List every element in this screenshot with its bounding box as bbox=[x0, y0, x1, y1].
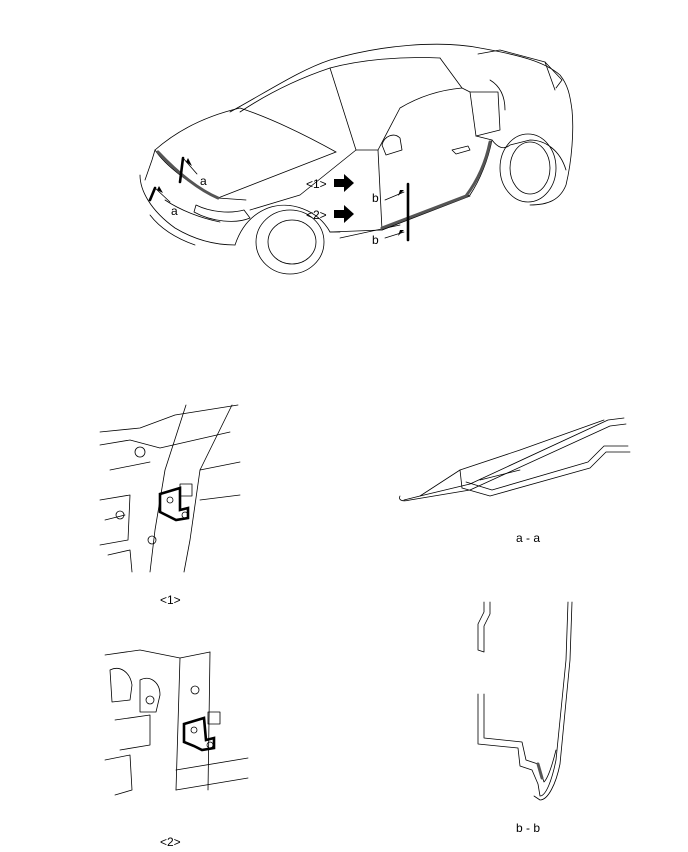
section-b-markers: b b bbox=[372, 182, 410, 247]
section-b-label-lower: b bbox=[372, 233, 379, 247]
view-1-label: <1> bbox=[306, 177, 327, 191]
view-1-arrow bbox=[334, 174, 354, 192]
view-arrows: <1> <2> bbox=[306, 174, 354, 223]
section-b-label-upper: b bbox=[372, 191, 379, 205]
section-aa-detail: a - a bbox=[399, 417, 631, 545]
view-1-caption: <1> bbox=[160, 593, 181, 607]
door-hinge-lower bbox=[182, 716, 216, 752]
view-2-detail: <2> bbox=[104, 649, 249, 849]
section-bb-caption: b - b bbox=[516, 821, 540, 835]
section-a-label-lower: a bbox=[171, 204, 178, 218]
section-a-markers: a a bbox=[148, 156, 207, 218]
view-2-caption: <2> bbox=[160, 835, 181, 849]
view-2-arrow bbox=[334, 205, 354, 223]
section-aa-caption: a - a bbox=[516, 531, 540, 545]
view-1-detail: <1> bbox=[99, 404, 241, 607]
hood-sealer-line bbox=[156, 150, 220, 200]
section-a-label-upper: a bbox=[200, 174, 207, 188]
view-2-label: <2> bbox=[306, 208, 327, 222]
car-illustration bbox=[139, 43, 574, 275]
door-sealer-line bbox=[380, 140, 492, 230]
door-hinge-upper bbox=[158, 486, 190, 522]
section-bb-detail: b - b bbox=[477, 601, 573, 835]
